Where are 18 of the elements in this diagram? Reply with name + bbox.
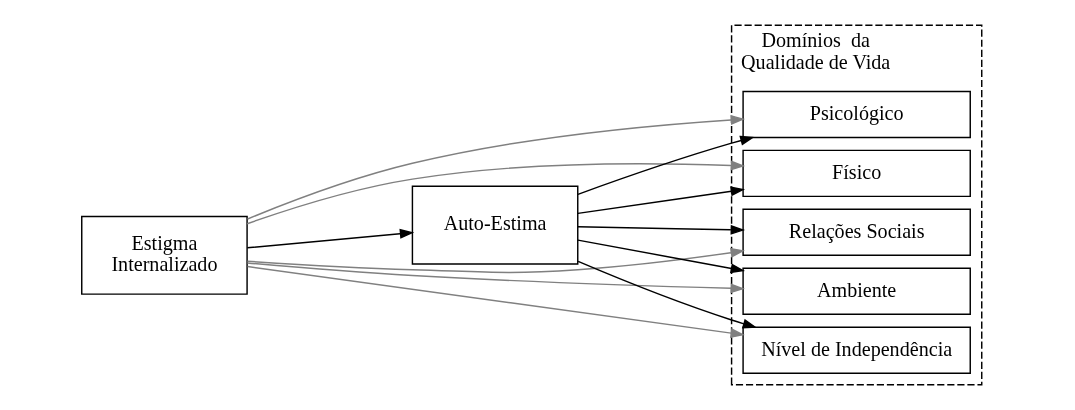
arrow <box>246 247 745 274</box>
node-box: Psicológico <box>742 90 971 139</box>
node-box: Relações Sociais <box>742 208 971 257</box>
node-box: Ambiente <box>742 267 971 315</box>
node-box: Nível de Independência <box>742 326 971 374</box>
arrow <box>246 262 745 294</box>
arrow <box>246 114 746 220</box>
node-box: Físico <box>742 149 971 198</box>
arrow <box>577 135 755 196</box>
arrow <box>246 228 415 249</box>
arrow <box>246 265 745 339</box>
arrow <box>577 224 746 235</box>
arrow <box>577 239 746 274</box>
node-box: Estigma Internalizado <box>81 215 248 295</box>
arrow <box>246 160 746 225</box>
arrow <box>577 186 746 215</box>
arrow <box>577 260 758 329</box>
node-box: Auto-Estima <box>411 185 579 265</box>
